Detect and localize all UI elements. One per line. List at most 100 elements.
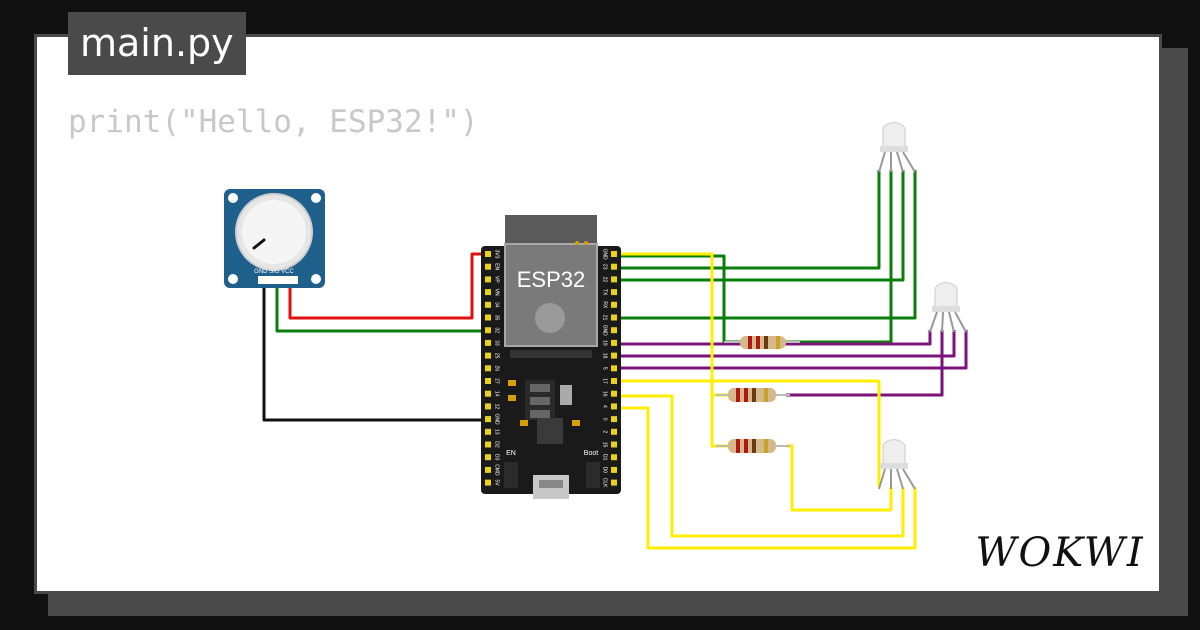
resistor-1[interactable] bbox=[724, 336, 800, 349]
pin-5v[interactable] bbox=[485, 479, 491, 486]
pin-21[interactable] bbox=[611, 314, 617, 321]
wire-yellow-1[interactable] bbox=[606, 379, 881, 487]
pin-label: 33 bbox=[494, 340, 500, 346]
pin-label: 22 bbox=[602, 277, 608, 283]
pin-35[interactable] bbox=[485, 314, 491, 321]
pin-12[interactable] bbox=[485, 403, 491, 410]
pin-3v3[interactable] bbox=[485, 251, 491, 257]
wires bbox=[262, 170, 968, 550]
pin-26[interactable] bbox=[485, 365, 491, 372]
pin-15[interactable] bbox=[611, 441, 617, 448]
file-tab[interactable]: main.py bbox=[68, 12, 246, 75]
pin-en[interactable] bbox=[485, 263, 491, 270]
pin-label: D2 bbox=[494, 441, 500, 448]
pin-13[interactable] bbox=[485, 428, 491, 435]
pin-32[interactable] bbox=[485, 327, 491, 334]
wire-yellow-2[interactable] bbox=[606, 394, 905, 538]
pin-label: 21 bbox=[602, 315, 608, 321]
left-pin-header[interactable]: 3V3ENVPVN343532332526271412GND13D2D3CMD5… bbox=[485, 250, 500, 487]
pin-gnd[interactable] bbox=[611, 327, 617, 334]
pin-label: 13 bbox=[494, 429, 500, 435]
wire-green-4[interactable] bbox=[606, 170, 893, 344]
pin-label: 25 bbox=[494, 353, 500, 359]
wokwi-logo[interactable]: WOKWI bbox=[975, 530, 1144, 576]
pin-label: VN bbox=[494, 289, 500, 296]
wire-purple-1[interactable] bbox=[606, 330, 932, 346]
pin-label: CMD bbox=[494, 464, 500, 476]
pin-label: 34 bbox=[494, 302, 500, 308]
pin-label: VP bbox=[494, 276, 500, 283]
wire-yellow-5[interactable] bbox=[786, 444, 893, 512]
wire-yellow-3[interactable] bbox=[606, 406, 917, 550]
pin-23[interactable] bbox=[611, 263, 617, 270]
pin-label: D0 bbox=[602, 467, 608, 474]
pin-label: 5V bbox=[494, 480, 500, 487]
pin-19[interactable] bbox=[611, 339, 617, 346]
pin-label: 2 bbox=[602, 430, 608, 433]
pin-18[interactable] bbox=[611, 352, 617, 359]
wire-green-1[interactable] bbox=[606, 170, 881, 270]
pin-label: CLK bbox=[602, 478, 608, 488]
pin-label: 4 bbox=[602, 405, 608, 408]
pin-label: GND bbox=[494, 414, 500, 426]
pin-label: EN bbox=[494, 263, 500, 270]
pin-clk[interactable] bbox=[611, 479, 617, 486]
esp32-board[interactable]: ESP32 EN Boot 3V3ENVPVN34353233252627141… bbox=[481, 215, 621, 499]
wire-green-3[interactable] bbox=[606, 170, 917, 320]
boot-button[interactable] bbox=[586, 462, 600, 488]
pin-vp[interactable] bbox=[485, 276, 491, 283]
rgb-led-3[interactable] bbox=[878, 439, 916, 490]
pin-rx[interactable] bbox=[611, 301, 617, 308]
wire-vcc[interactable] bbox=[288, 252, 488, 320]
wire-purple-2[interactable] bbox=[606, 330, 956, 358]
pin-4[interactable] bbox=[611, 403, 617, 410]
en-label: EN bbox=[506, 450, 516, 457]
pin-33[interactable] bbox=[485, 339, 491, 346]
wire-yellow-4[interactable] bbox=[606, 252, 728, 448]
pin-25[interactable] bbox=[485, 352, 491, 359]
pin-label: 14 bbox=[494, 391, 500, 397]
pin-cmd[interactable] bbox=[485, 466, 491, 473]
pin-label: GND bbox=[602, 325, 608, 337]
pin-vn[interactable] bbox=[485, 289, 491, 296]
pin-22[interactable] bbox=[611, 276, 617, 283]
pin-d0[interactable] bbox=[611, 466, 617, 473]
resistor-3[interactable] bbox=[716, 439, 790, 453]
wire-purple-3[interactable] bbox=[606, 330, 968, 370]
en-button[interactable] bbox=[504, 462, 518, 488]
pin-27[interactable] bbox=[485, 378, 491, 384]
wire-gnd[interactable] bbox=[262, 280, 488, 422]
pin-0[interactable] bbox=[611, 416, 617, 423]
pin-label: 32 bbox=[494, 327, 500, 333]
pin-d2[interactable] bbox=[485, 441, 491, 448]
wire-sig[interactable] bbox=[275, 280, 488, 333]
wire-green-2[interactable] bbox=[606, 170, 905, 282]
pin-gnd[interactable] bbox=[611, 251, 617, 257]
pin-d1[interactable] bbox=[611, 454, 617, 461]
pin-label: 3V3 bbox=[494, 250, 500, 259]
pin-label: D1 bbox=[602, 454, 608, 461]
board-name: ESP32 bbox=[517, 267, 586, 292]
rgb-led-2[interactable] bbox=[929, 282, 967, 333]
pin-label: 19 bbox=[602, 340, 608, 346]
pot-pin-labels: GND SIG VCC bbox=[254, 269, 294, 275]
pin-14[interactable] bbox=[485, 390, 491, 397]
pin-5[interactable] bbox=[611, 365, 617, 372]
rgb-led-1[interactable] bbox=[878, 122, 916, 173]
pin-label: 16 bbox=[602, 391, 608, 397]
pin-label: 17 bbox=[602, 378, 608, 384]
pin-d3[interactable] bbox=[485, 454, 491, 461]
pin-label: GND bbox=[602, 248, 608, 260]
pin-label: 18 bbox=[602, 353, 608, 359]
wire-purple-4[interactable] bbox=[786, 330, 944, 397]
pin-34[interactable] bbox=[485, 301, 491, 308]
pin-2[interactable] bbox=[611, 428, 617, 435]
potentiometer[interactable]: GND SIG VCC bbox=[224, 189, 325, 288]
pin-16[interactable] bbox=[611, 390, 617, 397]
pin-tx[interactable] bbox=[611, 289, 617, 296]
pin-gnd[interactable] bbox=[485, 416, 491, 423]
resistor-2[interactable] bbox=[716, 388, 790, 402]
pin-17[interactable] bbox=[611, 378, 617, 384]
pin-label: TX bbox=[602, 289, 608, 296]
